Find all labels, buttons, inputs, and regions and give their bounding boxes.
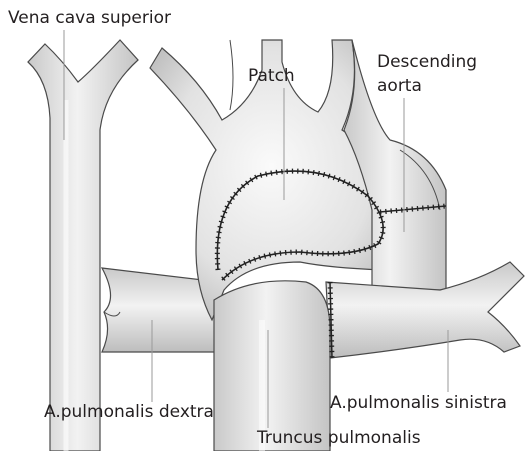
left-pa-anastomosis-suture bbox=[330, 282, 332, 358]
vena-cava-superior-vessel bbox=[28, 40, 138, 451]
truncus-pulmonalis-vessel bbox=[214, 281, 330, 451]
label-descending-aorta-line2: aorta bbox=[377, 76, 422, 96]
label-a-pulmonalis-sinistra: A.pulmonalis sinistra bbox=[330, 393, 507, 413]
label-descending-aorta-line1: Descending bbox=[377, 52, 477, 72]
label-truncus-pulmonalis: Truncus pulmonalis bbox=[257, 428, 421, 448]
label-vena-cava-superior: Vena cava superior bbox=[8, 8, 171, 28]
label-patch: Patch bbox=[248, 66, 295, 86]
label-a-pulmonalis-dextra: A.pulmonalis dextra bbox=[44, 402, 214, 422]
